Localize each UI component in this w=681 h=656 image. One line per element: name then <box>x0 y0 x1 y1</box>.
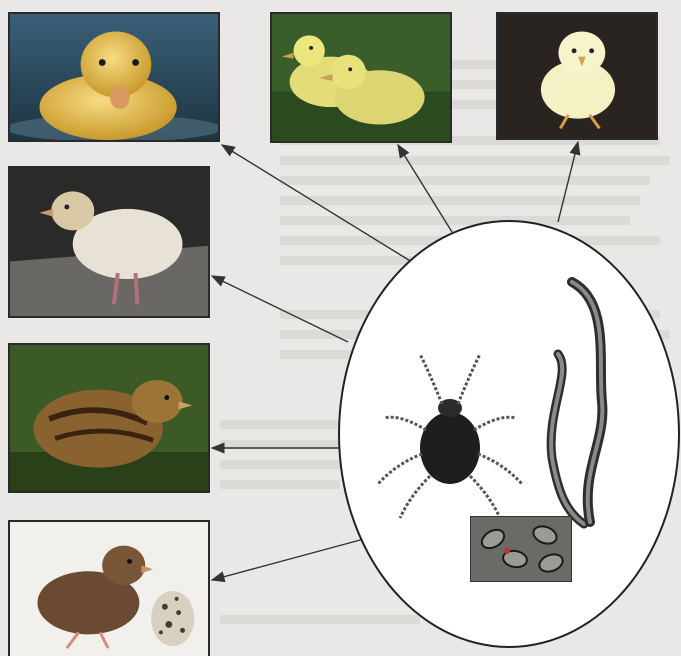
parasites-drawing <box>340 222 680 648</box>
arrow-to-chick <box>558 142 578 222</box>
arrow-to-turkey-poult <box>212 276 348 342</box>
worm-short-icon <box>551 354 584 524</box>
parasite-eggs-micrograph <box>470 516 572 582</box>
mite-icon <box>378 354 522 518</box>
parasites-circle <box>338 220 680 648</box>
arrow-to-goslings <box>398 145 452 232</box>
eggs-icon <box>471 517 571 581</box>
